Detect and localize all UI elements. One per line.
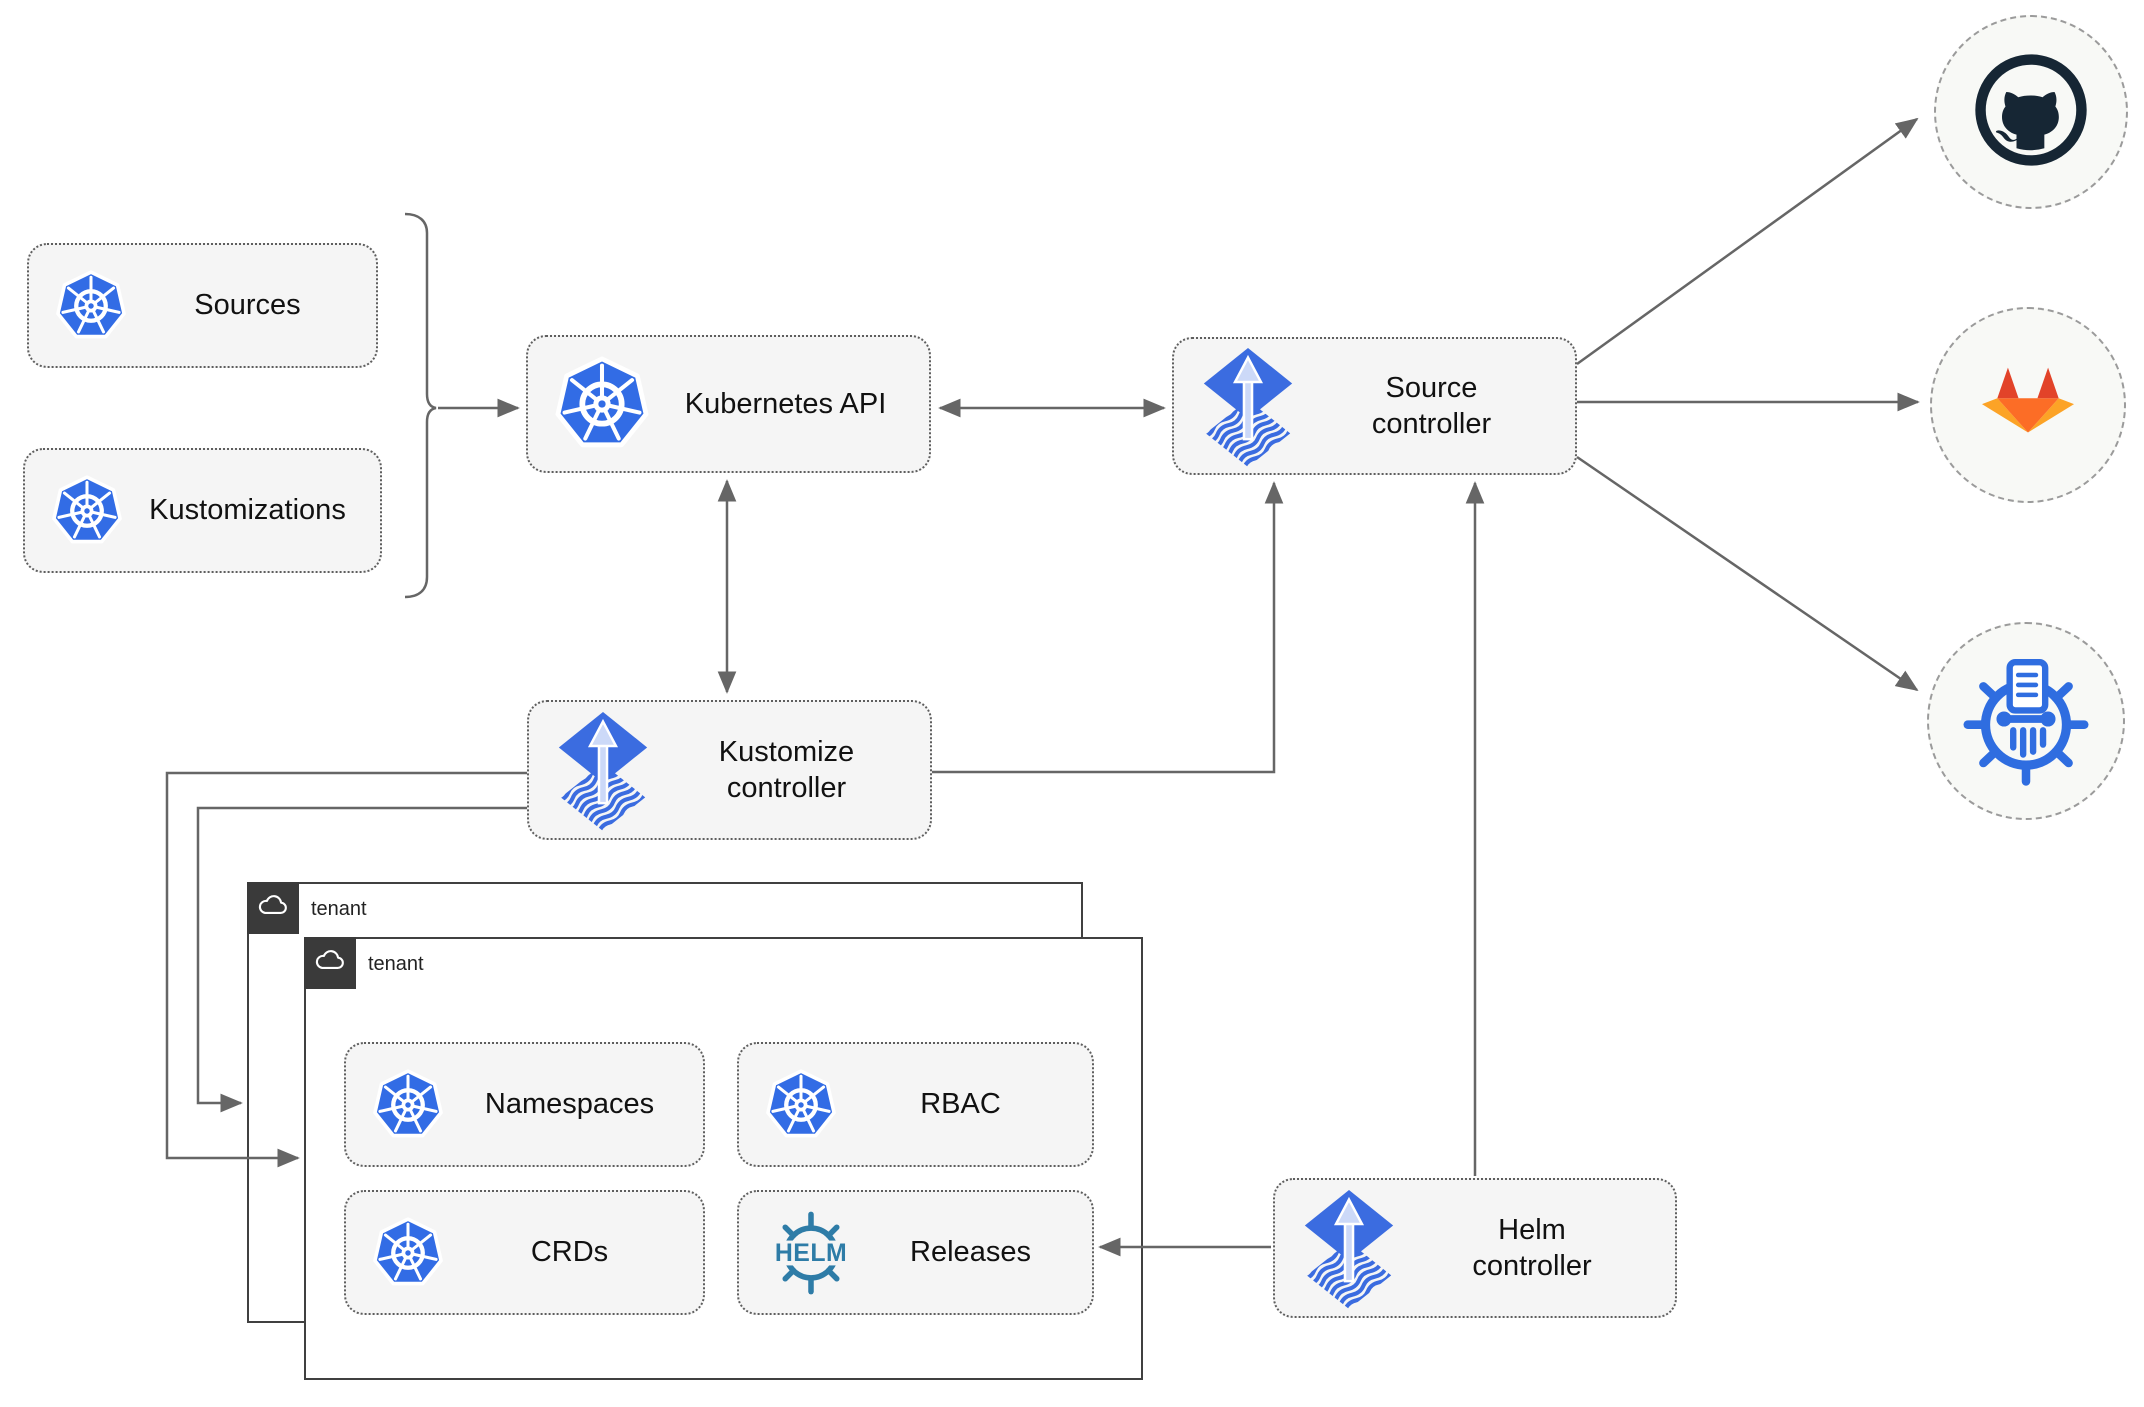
node-label: Releases bbox=[910, 1236, 1031, 1269]
node-source-controller: Source controller bbox=[1172, 337, 1577, 475]
sources-group-bracket bbox=[404, 212, 437, 599]
node-sources: Sources bbox=[27, 243, 378, 368]
node-crds: CRDs bbox=[344, 1190, 705, 1315]
cloud-icon bbox=[257, 894, 289, 921]
chartmuseum-icon bbox=[1955, 648, 2097, 795]
tenant-back-label: tenant bbox=[311, 897, 367, 920]
gitlab-icon bbox=[1969, 344, 2087, 467]
kubernetes-icon bbox=[55, 270, 127, 342]
node-label: CRDs bbox=[530, 1236, 609, 1269]
flux-icon bbox=[1200, 345, 1296, 468]
node-kubernetes-api: Kubernetes API bbox=[526, 335, 931, 473]
edge-source-controller-to-chart-repository bbox=[1576, 455, 1919, 692]
cloud-icon bbox=[314, 949, 346, 976]
github-repository-node bbox=[1934, 15, 2128, 209]
node-label: RBAC bbox=[920, 1088, 1001, 1121]
node-label: Namespaces bbox=[484, 1088, 655, 1121]
node-label: Kustomizations bbox=[149, 494, 346, 527]
tenant-front-label: tenant bbox=[368, 952, 424, 975]
tenant-back-header bbox=[246, 881, 299, 934]
tenant-front-header bbox=[303, 936, 356, 989]
node-kustomizations: Kustomizations bbox=[23, 448, 382, 573]
flux-icon bbox=[555, 709, 651, 832]
node-label: Source controller bbox=[1371, 371, 1492, 440]
node-label: Kubernetes API bbox=[684, 387, 887, 420]
edge-source-controller-to-github bbox=[1576, 117, 1919, 366]
node-rbac: RBAC bbox=[737, 1042, 1094, 1167]
node-label: Sources bbox=[194, 289, 301, 322]
tenant-front-box: tenant Namespaces RBAC CRDs bbox=[303, 936, 1143, 1380]
node-namespaces: Namespaces bbox=[344, 1042, 705, 1167]
kubernetes-icon bbox=[765, 1069, 837, 1141]
kubernetes-icon bbox=[372, 1217, 444, 1289]
kubernetes-icon bbox=[372, 1069, 444, 1141]
node-kustomize-controller: Kustomize controller bbox=[527, 700, 932, 840]
helm-logo-text: HELM bbox=[775, 1239, 847, 1266]
node-label: Helm controller bbox=[1472, 1213, 1592, 1282]
kubernetes-icon bbox=[554, 356, 650, 452]
chart-repository-node bbox=[1927, 622, 2125, 820]
flux-icon bbox=[1301, 1187, 1397, 1310]
github-icon bbox=[1973, 52, 2089, 173]
kubernetes-icon bbox=[51, 475, 123, 547]
gitlab-repository-node bbox=[1930, 307, 2126, 503]
node-releases: HELM Releases bbox=[737, 1190, 1094, 1315]
edge-kustomize-controller-to-source-controller bbox=[932, 481, 1284, 774]
node-helm-controller: Helm controller bbox=[1273, 1178, 1677, 1318]
helm-icon: HELM bbox=[765, 1207, 857, 1299]
node-label: Kustomize controller bbox=[718, 735, 855, 804]
